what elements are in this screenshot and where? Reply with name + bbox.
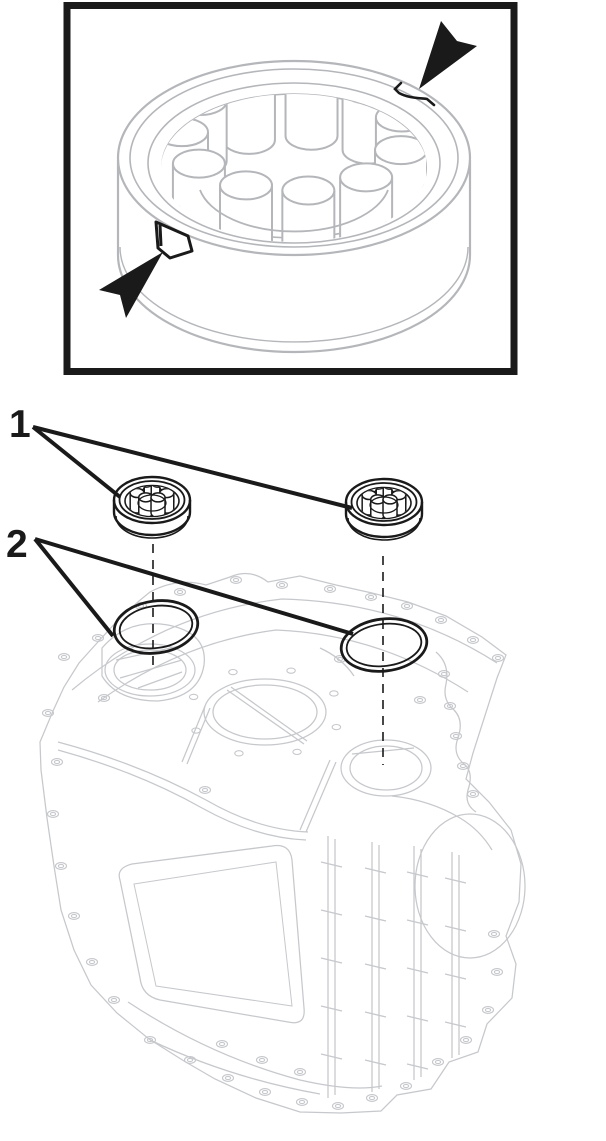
bearing-retainer-tab-top xyxy=(393,81,436,107)
housing-center-opening xyxy=(203,678,327,746)
callout-2-leader-left xyxy=(33,537,115,638)
callout-2-label: 2 xyxy=(6,523,28,566)
bearing-left xyxy=(112,475,192,539)
oring-right xyxy=(339,617,429,673)
callout-leader-lines xyxy=(31,425,354,638)
housing-ribs xyxy=(320,836,467,1098)
housing-bore-left xyxy=(104,643,196,697)
transmission-housing-drawing xyxy=(39,572,526,1114)
bearing-right xyxy=(344,477,424,541)
callout-1-leader-left xyxy=(31,425,122,499)
bearing-left-rollers xyxy=(129,486,175,516)
oring-left xyxy=(112,599,200,655)
pointer-arrow-icon-top xyxy=(419,21,477,89)
bearing-retainer-tab-bottom xyxy=(154,220,194,260)
housing-bore-right xyxy=(340,739,432,797)
callout-1-leader-right xyxy=(32,425,353,510)
callout-2-leader-right xyxy=(34,537,354,636)
housing-front-window xyxy=(118,844,305,1024)
housing-silhouette xyxy=(39,572,522,1114)
housing-bolt-holes xyxy=(41,576,505,1110)
pointer-arrow-icon-bottom xyxy=(99,252,163,318)
callout-1-label: 1 xyxy=(9,403,31,446)
